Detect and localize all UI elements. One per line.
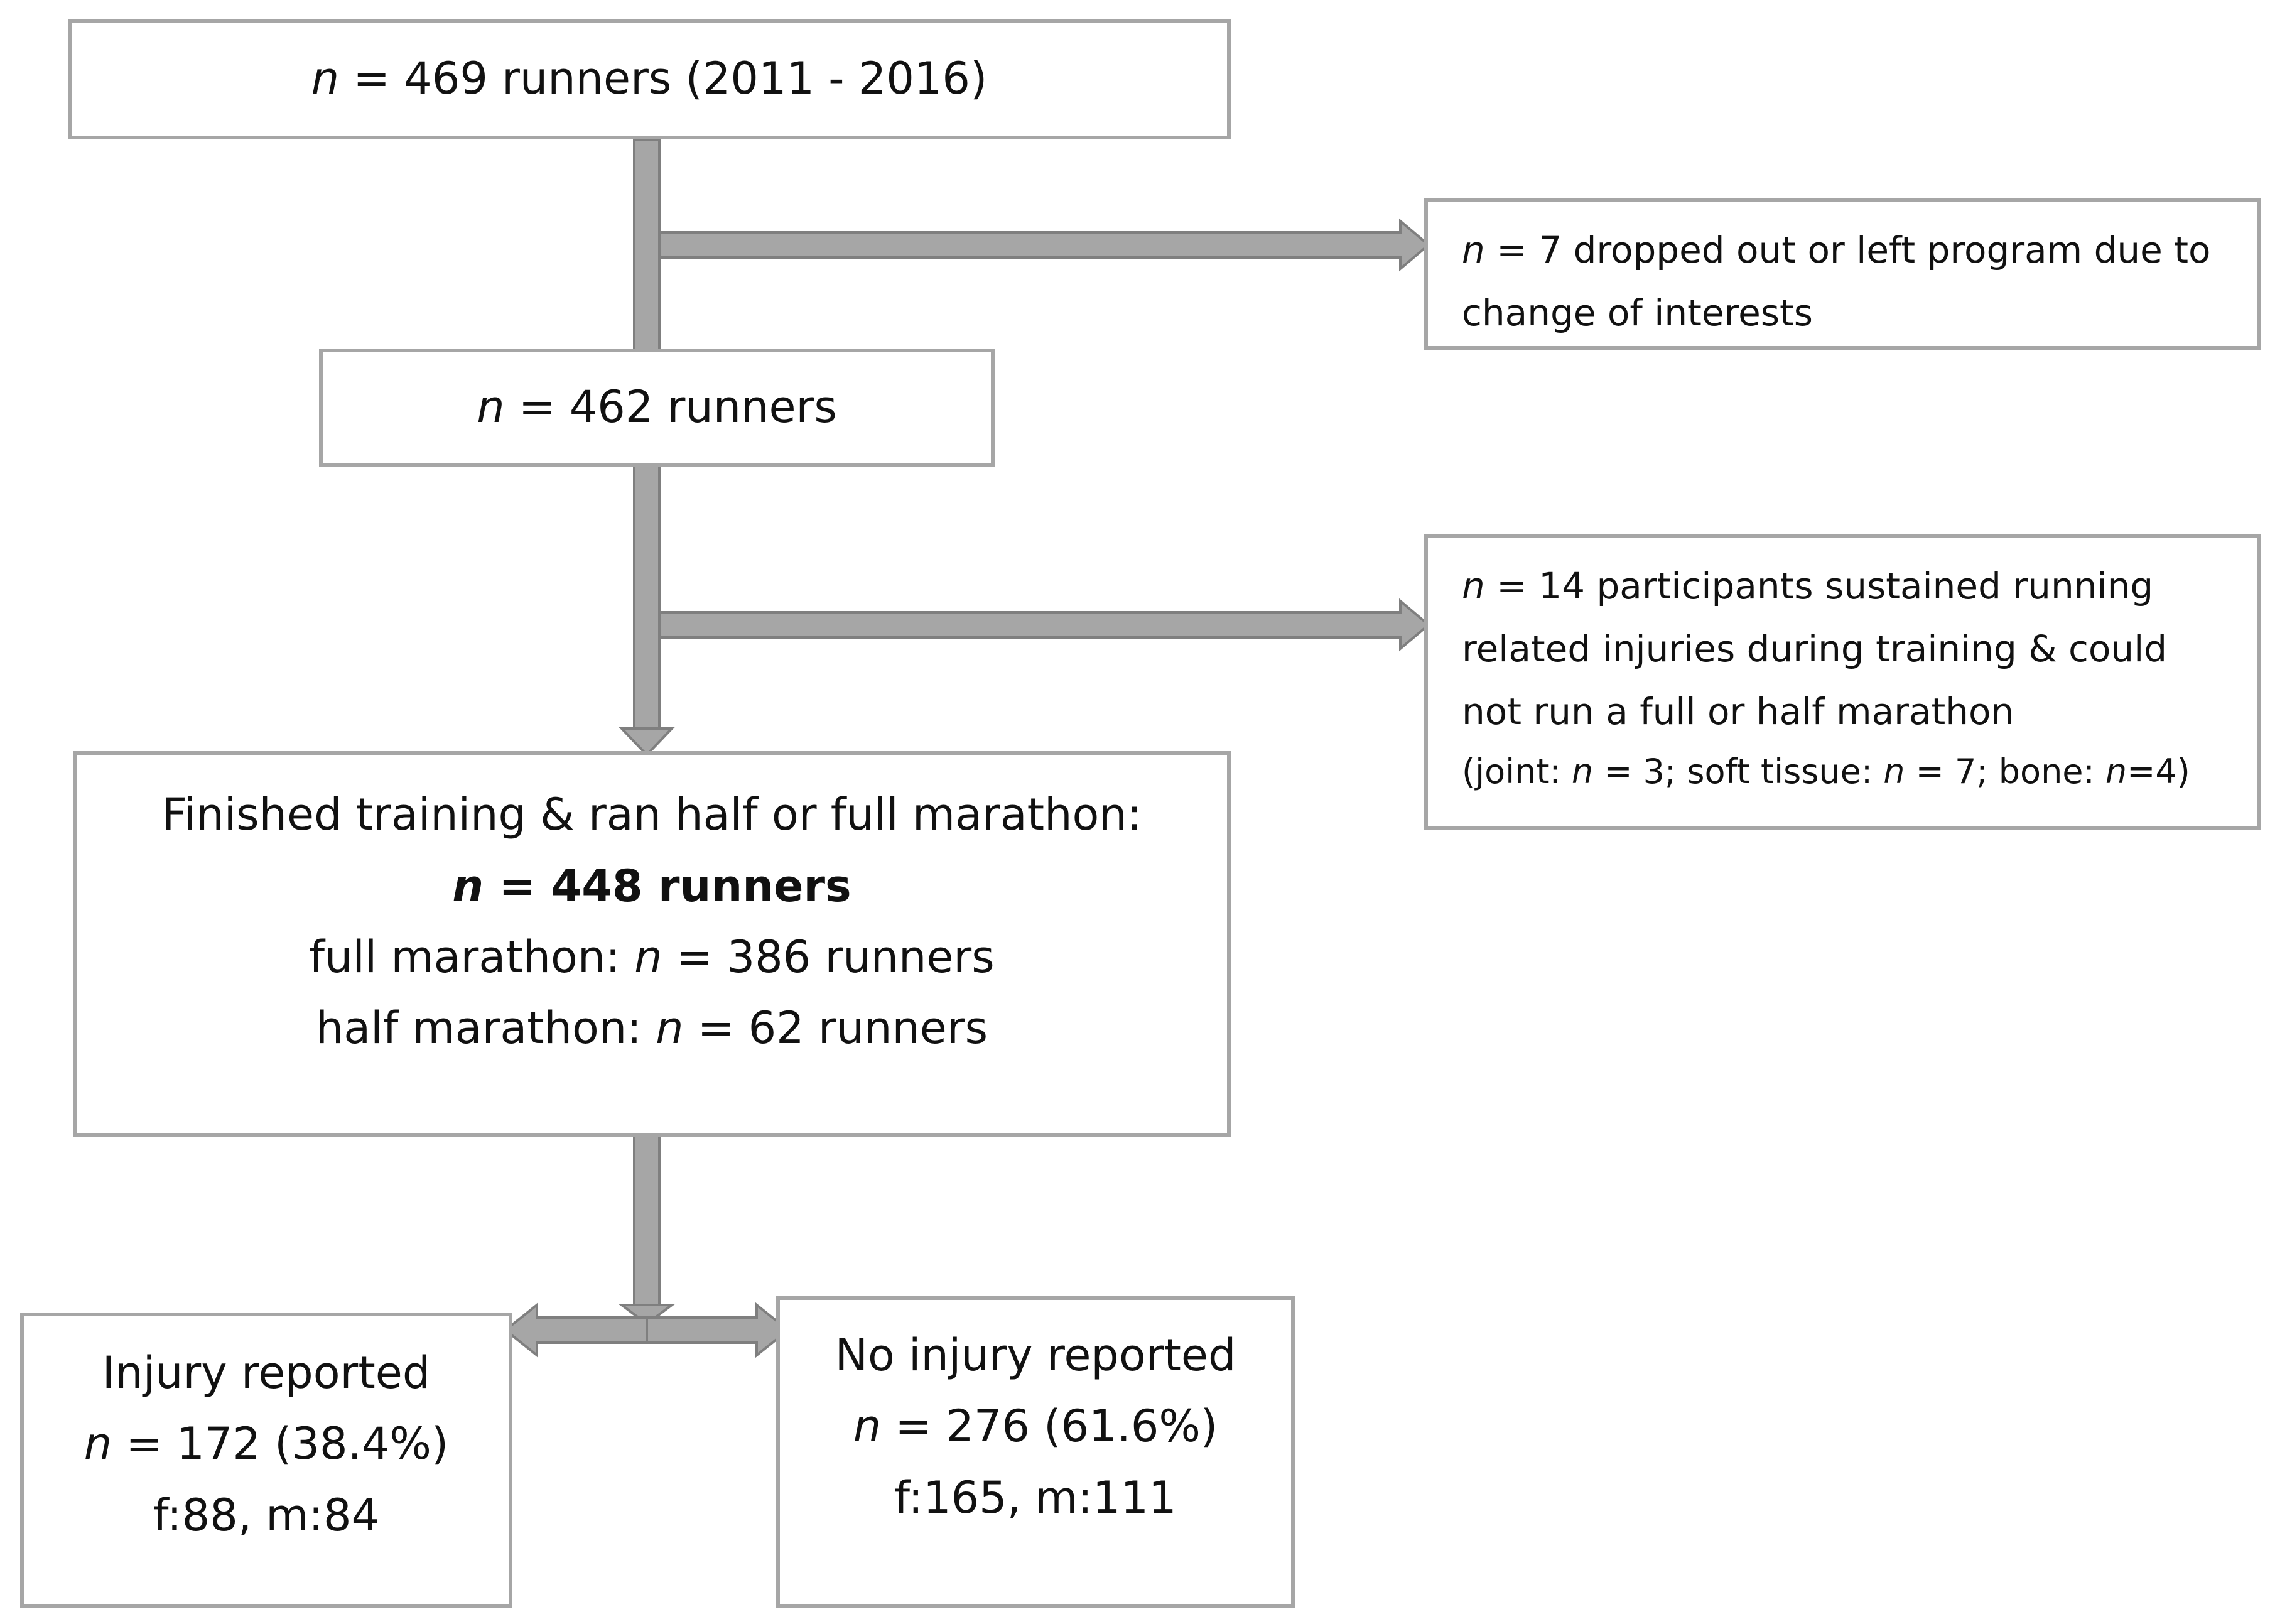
box-injury-excluded: n = 14 participants sustained running re… (1424, 534, 2261, 830)
arrow-to-no-injury-reported (646, 1302, 791, 1358)
total-runners-text: n = 469 runners (2011 - 2016) (311, 53, 988, 105)
finished-line-4: half marathon: n = 62 runners (315, 1002, 988, 1054)
box-dropout: n = 7 dropped out or left program due to… (1424, 198, 2261, 350)
injury-excluded-line-2: related injuries during training & could (1462, 627, 2168, 670)
no-injury-reported-sex-split: f:165, m:111 (894, 1471, 1177, 1524)
finished-line-2: n = 448 runners (452, 860, 851, 912)
trunk-segment-top (633, 138, 661, 352)
no-injury-reported-title: No injury reported (835, 1329, 1236, 1381)
dropout-line-2: change of interests (1462, 291, 1813, 334)
injury-reported-count: n = 172 (38.4%) (84, 1418, 449, 1470)
injury-reported-title: Injury reported (102, 1346, 431, 1399)
no-injury-reported-count: n = 276 (61.6%) (853, 1400, 1218, 1453)
injury-excluded-line-1: n = 14 participants sustained running (1462, 565, 2154, 607)
arrow-head-to-split (618, 1304, 676, 1326)
remaining-runners-text: n = 462 runners (477, 381, 837, 433)
arrow-to-injury-excluded (658, 598, 1431, 652)
injury-reported-sex-split: f:88, m:84 (153, 1489, 380, 1541)
box-total-runners: n = 469 runners (2011 - 2016) (68, 19, 1231, 139)
finished-line-3: full marathon: n = 386 runners (309, 931, 995, 983)
trunk-segment-bottom (633, 1134, 661, 1306)
arrow-to-injury-reported (503, 1302, 648, 1358)
injury-excluded-line-4: (joint: n = 3; soft tissue: n = 7; bone:… (1462, 752, 2190, 792)
box-remaining-runners: n = 462 runners (319, 349, 995, 467)
box-injury-reported: Injury reported n = 172 (38.4%) f:88, m:… (20, 1313, 512, 1608)
box-no-injury-reported: No injury reported n = 276 (61.6%) f:165… (776, 1296, 1295, 1608)
finished-line-1: Finished training & ran half or full mar… (161, 789, 1142, 841)
box-finished-marathon: Finished training & ran half or full mar… (73, 751, 1231, 1137)
arrow-head-to-finished (619, 727, 675, 757)
arrow-to-dropout (658, 218, 1431, 272)
injury-excluded-line-3: not run a full or half marathon (1462, 690, 2014, 733)
dropout-line-1: n = 7 dropped out or left program due to (1462, 229, 2211, 271)
trunk-segment-middle (633, 463, 661, 730)
